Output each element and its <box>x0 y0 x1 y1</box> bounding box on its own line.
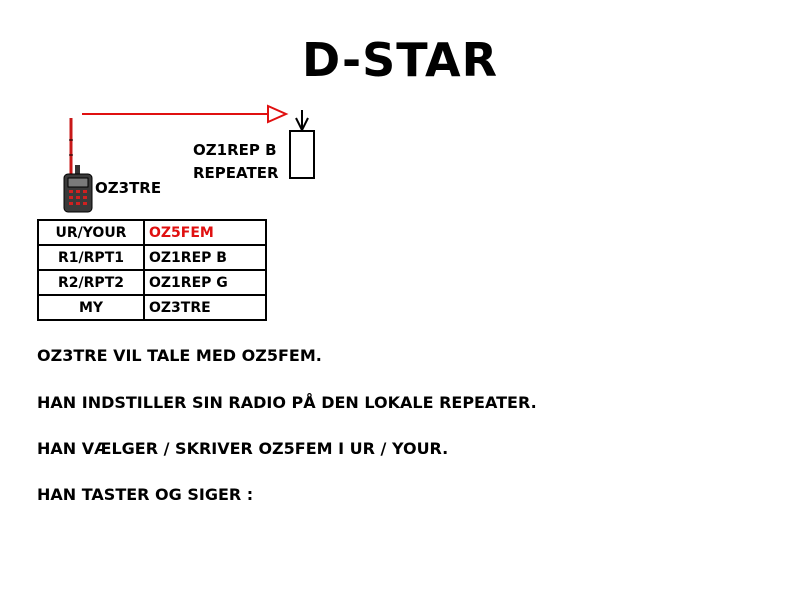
description-line: HAN TASTER OG SIGER : <box>37 485 254 504</box>
radio-callsign-label: OZ3TRE <box>95 179 162 197</box>
field-name: UR/YOUR <box>37 219 145 246</box>
field-value: OZ3TRE <box>143 294 267 321</box>
description-line: HAN VÆLGER / SKRIVER OZ5FEM I UR / YOUR. <box>37 439 449 458</box>
field-name: R2/RPT2 <box>37 269 145 296</box>
field-value: OZ5FEM <box>143 219 267 246</box>
field-value: OZ1REP B <box>143 244 267 271</box>
field-name: MY <box>37 294 145 321</box>
description-line: HAN INDSTILLER SIN RADIO PÅ DEN LOKALE R… <box>37 393 537 412</box>
table-row: UR/YOUR OZ5FEM <box>37 219 267 246</box>
field-name: R1/RPT1 <box>37 244 145 271</box>
table-row: R2/RPT2 OZ1REP G <box>37 269 267 296</box>
repeater-callsign: OZ1REP B <box>193 141 277 159</box>
table-row: R1/RPT1 OZ1REP B <box>37 244 267 271</box>
description-line: OZ3TRE VIL TALE MED OZ5FEM. <box>37 346 322 365</box>
page-title: D-STAR <box>301 33 499 87</box>
repeater-label: OZ1REP B REPEATER <box>193 141 279 182</box>
table-row: MY OZ3TRE <box>37 294 267 321</box>
repeater-type: REPEATER <box>193 164 279 182</box>
routing-table: UR/YOUR OZ5FEM R1/RPT1 OZ1REP B R2/RPT2 … <box>37 219 267 321</box>
handheld-radio-icon <box>63 118 93 213</box>
field-value: OZ1REP G <box>143 269 267 296</box>
repeater-icon <box>289 110 315 179</box>
signal-arrow <box>82 104 289 124</box>
